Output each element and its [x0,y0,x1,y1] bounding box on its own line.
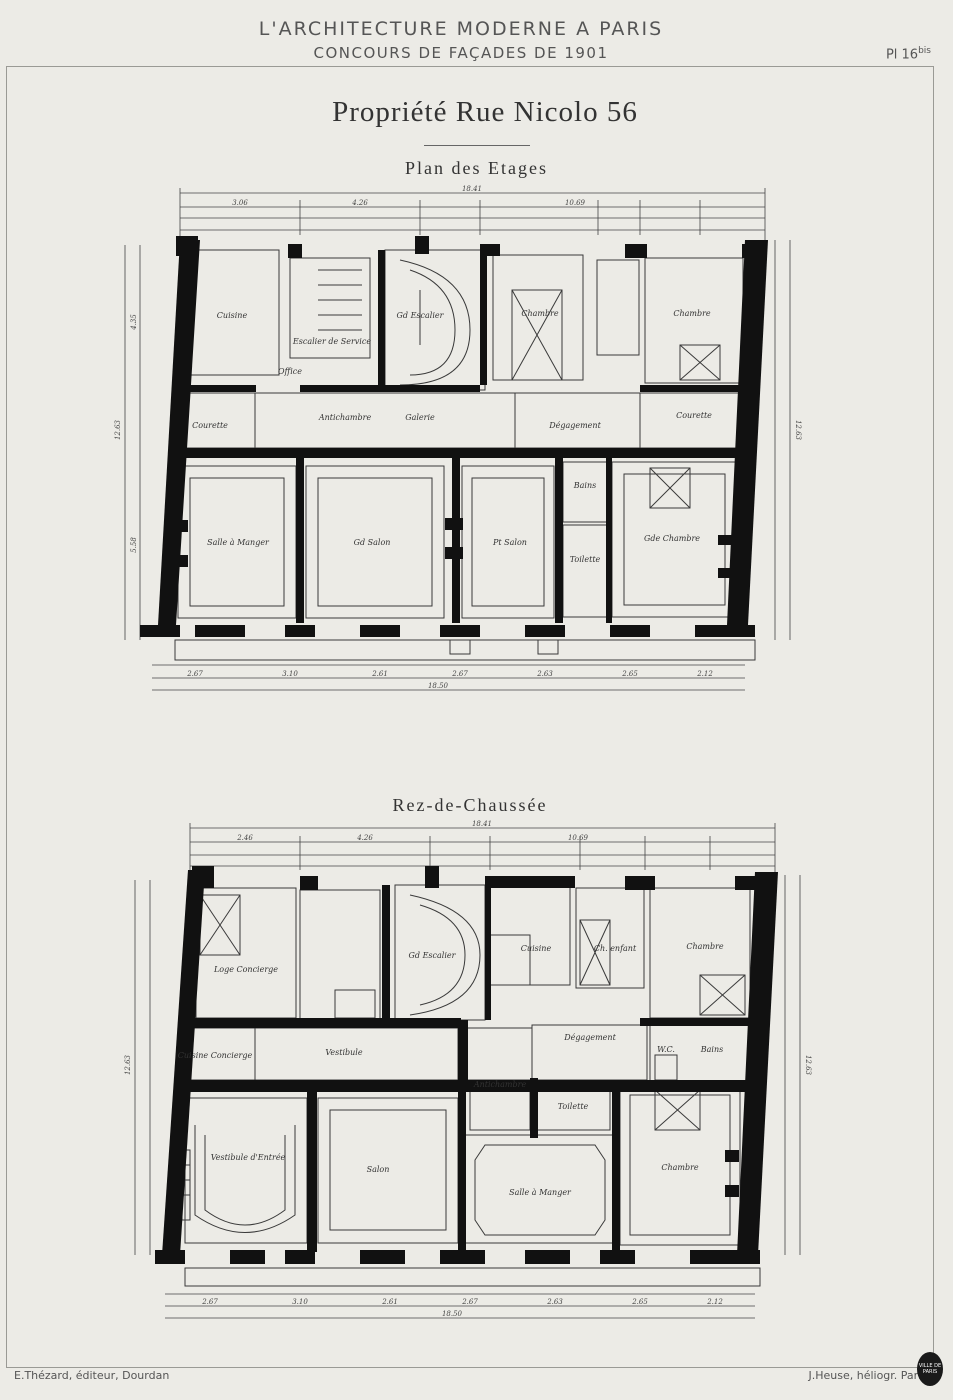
dim-depth-front: 5.58 [130,537,138,553]
header-competition-subtitle: CONCOURS DE FAÇADES DE 1901 [313,44,609,62]
dim-bot-5: 2.63 [536,670,553,678]
dim-top-1: 3.06 [232,199,248,207]
ground-dimension-labels: 18.41 2.46 4.26 10.69 2.67 3.10 2.61 2.6… [124,820,812,1318]
room-chambre-1: Chambre [521,309,559,318]
ground-room-labels: Loge Concierge Gd Escalier Cuisine Ch. e… [178,942,724,1197]
library-stamp-text: VILLE DE PARIS [918,1363,942,1375]
room-antichambre: Antichambre [318,413,372,422]
dim-left-height: 12.63 [114,419,122,440]
room-galerie: Galerie [405,413,435,422]
upper-dimension-labels: 18.41 3.06 4.26 10.69 2.67 3.10 2.61 2.6… [114,185,802,690]
dim-bot-3: 2.61 [371,670,388,678]
room-vestibule: Vestibule [325,1048,362,1057]
dim-top-1: 2.46 [236,834,253,842]
room-chambre-enfant: Ch. enfant [594,944,637,953]
plate-number-text: Pl 16 [885,47,919,63]
dim-bot-2: 3.10 [292,1298,308,1306]
room-salle-a-manger: Salle à Manger [509,1188,572,1197]
dim-bot-2: 3.10 [282,670,298,678]
dim-top-2: 4.26 [351,199,368,207]
dim-top-3: 10.69 [568,834,589,842]
dim-bot-5: 2.63 [546,1298,563,1306]
room-bains: Bains [573,481,596,490]
room-salle-a-manger: Salle à Manger [207,538,270,547]
dim-bot-3: 2.61 [381,1298,398,1306]
room-cuisine: Cuisine [521,944,552,953]
room-salon: Salon [367,1165,390,1174]
plate-title: Propriété Rue Nicolo 56 [332,96,638,128]
room-cuisine-concierge: Cuisine Concierge [178,1051,253,1060]
room-chambre-2: Chambre [661,1163,699,1172]
dim-bot-4: 2.67 [451,670,468,678]
dim-bot-7: 2.12 [696,670,713,678]
dim-overall-bottom: 18.50 [442,1310,463,1318]
upper-structural-walls [140,236,768,637]
dim-overall-bottom: 18.50 [428,682,449,690]
dim-top-3: 10.69 [565,199,586,207]
dim-depth-back: 4.35 [130,314,138,331]
dim-right-height: 12.63 [804,1055,812,1076]
room-degagement: Dégagement [548,421,601,430]
room-toilette: Toilette [570,555,601,564]
room-escalier-service: Escalier de Service [292,337,371,346]
dim-bot-6: 2.65 [621,670,638,678]
library-stamp: VILLE DE PARIS [917,1352,943,1386]
room-loge-concierge: Loge Concierge [213,965,278,974]
dim-bot-1: 2.67 [201,1298,218,1306]
room-antichambre: Antichambre [473,1080,527,1089]
room-grand-escalier: Gd Escalier [397,311,445,320]
room-chambre-2: Chambre [673,309,711,318]
dim-right-height: 12.63 [794,420,802,441]
plate-frame [6,66,934,1368]
plate-number: Pl 16bis [886,46,931,62]
dim-left-height: 12.63 [124,1054,132,1075]
dim-top-2: 4.26 [356,834,373,842]
dim-bot-4: 2.67 [461,1298,478,1306]
ground-structural-walls [155,866,778,1264]
room-courette-1: Courette [192,421,228,430]
room-grand-escalier: Gd Escalier [409,951,457,960]
title-underline [424,145,530,146]
room-wc: W.C. [657,1045,675,1054]
dim-bot-1: 2.67 [186,670,203,678]
ground-dimension-lines [134,823,801,1319]
room-cuisine: Cuisine [217,311,248,320]
upper-plan-heading: Plan des Etages [405,158,548,178]
room-petit-salon: Pt Salon [492,538,527,547]
ground-plan-heading: Rez-de-Chaussée [392,795,548,815]
printer-credit: J.Heuse, héliogr. Paris [808,1369,927,1382]
room-vestibule-entree: Vestibule d'Entrée [211,1153,286,1162]
room-bains: Bains [700,1045,723,1054]
header-publication-title: L'ARCHITECTURE MODERNE A PARIS [258,18,664,40]
plate-number-suffix: bis [918,46,931,56]
room-chambre-1: Chambre [686,942,724,951]
room-grande-chambre: Gde Chambre [644,534,700,543]
room-office: Office [278,367,302,376]
upper-dimension-lines [124,188,791,691]
upper-room-labels: Cuisine Escalier de Service Office Gd Es… [192,309,712,564]
room-grand-salon: Gd Salon [354,538,391,547]
publisher-credit: E.Thézard, éditeur, Dourdan [14,1369,170,1382]
room-toilette: Toilette [558,1102,589,1111]
dim-overall-top: 18.41 [462,185,482,193]
dim-overall-top: 18.41 [472,820,492,828]
room-degagement: Dégagement [563,1033,616,1042]
dim-bot-6: 2.65 [631,1298,648,1306]
dim-bot-7: 2.12 [706,1298,723,1306]
room-courette-2: Courette [676,411,712,420]
